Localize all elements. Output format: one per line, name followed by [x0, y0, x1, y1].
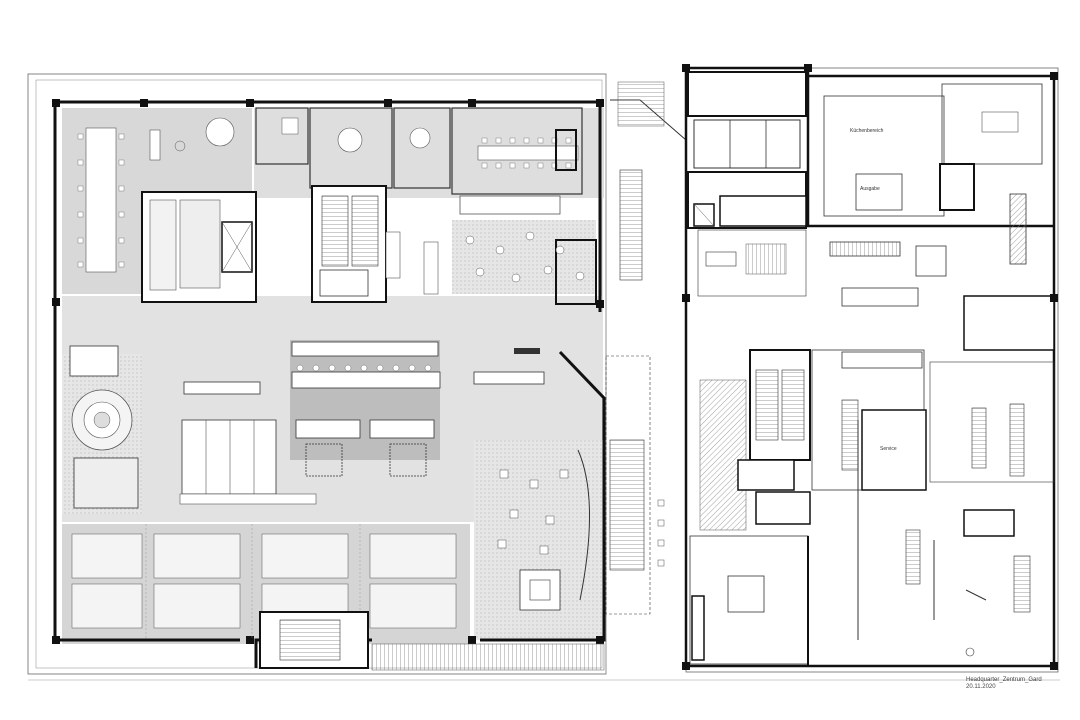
connector-zone	[605, 74, 687, 674]
room-label-kitchen-office: Küchenbereich	[850, 128, 884, 134]
kitchen-bar-block	[290, 340, 440, 460]
room-label-service: Service	[880, 446, 897, 452]
lounge-north-east	[452, 220, 596, 294]
right-building: Küchenbereich Ausgabe Service	[682, 64, 1059, 673]
title-block: Headquarter_Zentrum_Gard 20.11.2020	[966, 677, 1042, 691]
project-name: Headquarter_Zentrum_Gard	[966, 677, 1042, 683]
room-label-counter: Ausgabe	[860, 186, 880, 192]
left-building	[27, 73, 607, 675]
drawing-date: 20.11.2020	[966, 684, 996, 690]
